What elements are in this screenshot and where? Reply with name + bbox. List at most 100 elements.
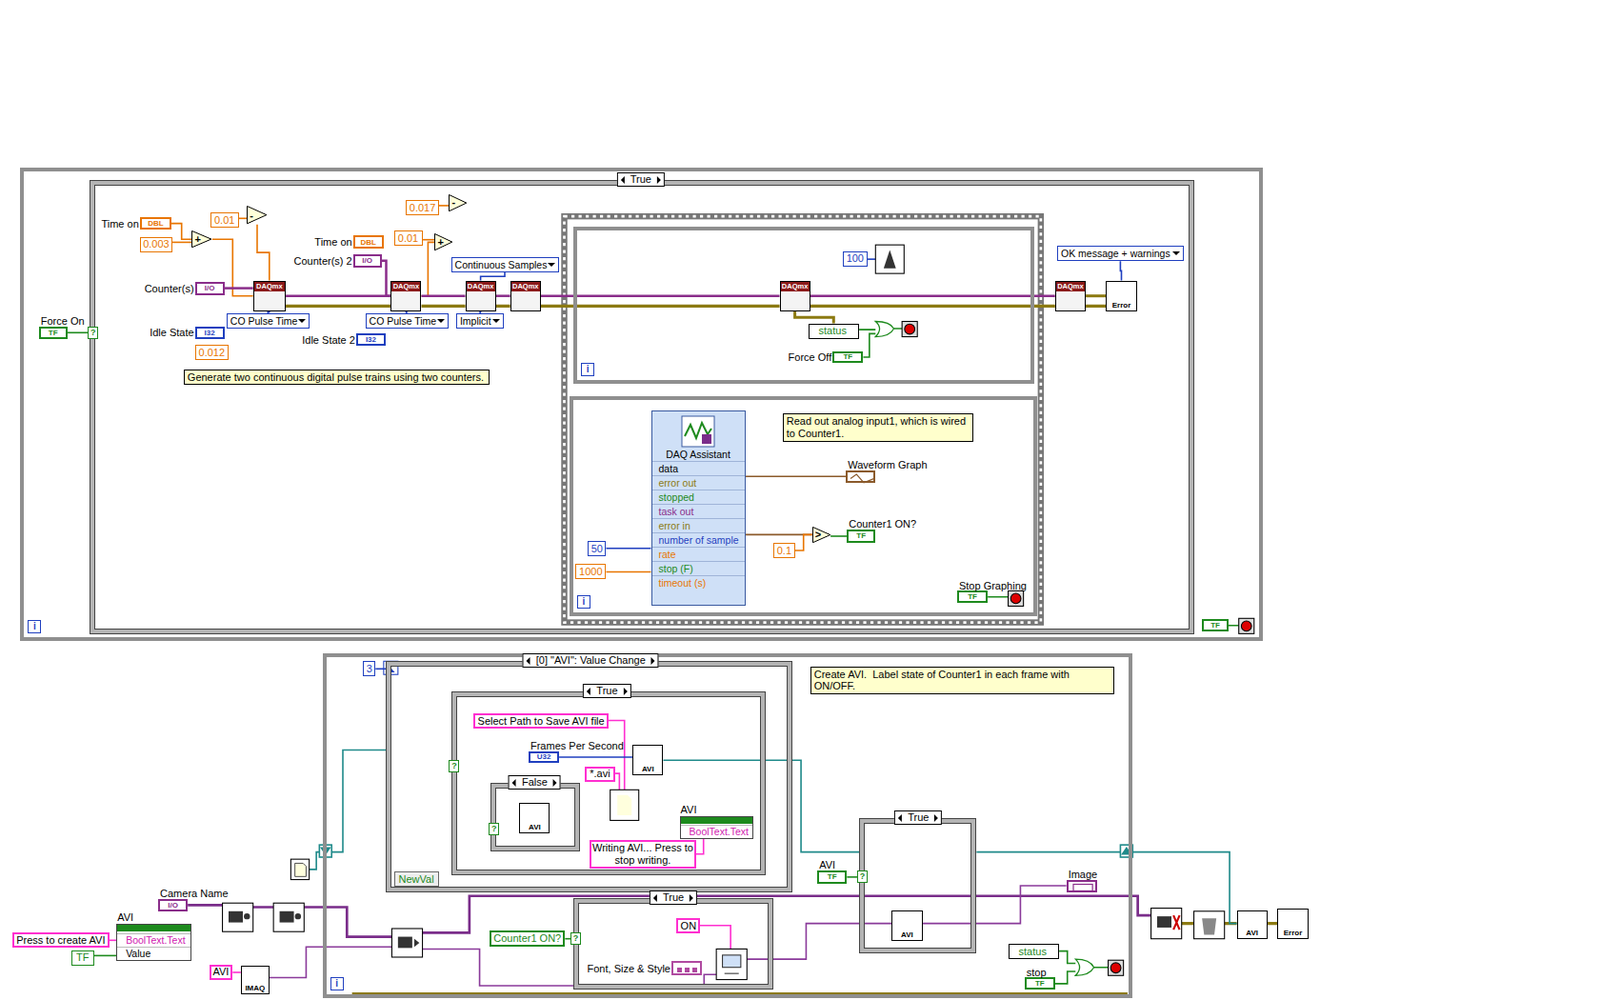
- wire: [795, 534, 813, 551]
- wire: [239, 218, 248, 220]
- node-text: 1000: [579, 565, 602, 579]
- numeric-constant: 0.012: [195, 344, 229, 360]
- wire: [381, 260, 392, 297]
- node-text: +: [194, 234, 200, 245]
- subvi-icon: AVI: [519, 802, 550, 834]
- icon-glyph: [295, 862, 307, 877]
- subvi-icon: IMAQ: [240, 965, 270, 995]
- subvi-icon: DAQmx: [390, 280, 421, 312]
- stop-terminal: [901, 321, 918, 338]
- string-constant: Writing AVI... Press to stop writing.: [589, 840, 696, 869]
- node-text: Writing AVI... Press to stop writing.: [591, 841, 694, 866]
- block-diagram-art: [187, 216, 1278, 994]
- enum-constant: Implicit: [456, 313, 504, 329]
- node-text: 0.003: [142, 238, 170, 251]
- or-gate: [875, 321, 894, 338]
- node-text: status: [1019, 945, 1047, 959]
- case-structure: TrueAVI: [859, 818, 977, 953]
- subvi-icon: AVI: [632, 744, 663, 776]
- primitive-function: +: [434, 233, 453, 251]
- wire: [605, 571, 651, 574]
- node-text: Counter1 ON?: [493, 932, 561, 945]
- enum-constant: CO Pulse Time: [226, 313, 310, 329]
- node-text: 0.1: [777, 544, 792, 558]
- property-node: AVIBoolText.TextValue: [116, 923, 192, 962]
- terminal-label: Frames Per Second: [530, 740, 624, 753]
- terminal-glyph: [673, 962, 704, 978]
- data-type: I/O: [361, 256, 373, 265]
- iteration-terminal: i: [577, 595, 591, 609]
- vi-icon: [1194, 911, 1225, 940]
- stop-terminal: [1108, 960, 1124, 976]
- data-type: TF: [827, 872, 838, 881]
- terminal-label: Idle State: [149, 326, 194, 340]
- node-text: 0.01: [398, 232, 419, 245]
- node-text: 0.01: [214, 214, 235, 227]
- shift-register: [319, 844, 332, 858]
- primitive-function: +: [191, 230, 212, 248]
- icon-glyph: [228, 250, 1217, 975]
- control-terminal: Time onDBL: [353, 235, 384, 249]
- case-selector: [0] "AVI": Value Change: [522, 653, 660, 668]
- node-text: AVI: [900, 930, 914, 940]
- node-text: AVI: [1245, 928, 1259, 939]
- wire: [1120, 260, 1121, 280]
- icon-glyph: [1201, 918, 1217, 935]
- icon-glyph: [280, 911, 295, 923]
- node-text: 100: [846, 252, 864, 265]
- data-type: TF: [856, 531, 866, 540]
- node-text: +: [437, 237, 443, 248]
- express-icon: [680, 415, 716, 448]
- data-type: TF: [1210, 620, 1220, 630]
- data-type: I/O: [204, 283, 216, 293]
- primitive-outline: [448, 194, 467, 212]
- subvi-icon: AVI: [1237, 910, 1268, 940]
- node-text: DAQmx: [393, 281, 420, 292]
- node-text: CO Pulse Time: [369, 315, 438, 327]
- stop-terminal: [1010, 593, 1021, 604]
- terminal-label: Image: [1068, 868, 1099, 881]
- numeric-constant: 0.01: [210, 212, 240, 228]
- wire: [285, 294, 391, 298]
- node-text: Press to create AVI: [16, 934, 105, 947]
- string-constant: *.avi: [584, 766, 616, 782]
- numeric-constant: 3: [362, 660, 376, 677]
- node-text: CO Pulse Time: [230, 315, 299, 327]
- node-text: DAQmx: [256, 281, 283, 292]
- terminal-label: AVI: [117, 911, 134, 924]
- wire: [830, 535, 847, 538]
- wire: [810, 294, 1056, 298]
- wire: [1085, 294, 1106, 298]
- vi-icon: [610, 789, 640, 820]
- stop-terminal: [1008, 590, 1024, 606]
- wire: [67, 331, 91, 334]
- node-text: ON: [680, 920, 698, 933]
- stop-terminal: [1240, 620, 1252, 632]
- subvi-icon: DAQmx: [253, 280, 286, 312]
- control-terminal: Camera NameI/O: [158, 899, 188, 912]
- sequence-frame: [564, 216, 1041, 622]
- express-vi: DAQ Assistantdataerror outstoppedtask ou…: [651, 410, 746, 607]
- vi-icon: [875, 244, 904, 274]
- case-structure: TrueONFont, Size & Style: [573, 898, 774, 990]
- shift-register: [1120, 844, 1133, 858]
- stop-terminal: [1110, 962, 1121, 974]
- icon-glyph: [243, 913, 250, 920]
- control-terminal: Image: [1066, 880, 1098, 894]
- selector-terminal: ?: [87, 326, 99, 340]
- wire: [439, 204, 450, 207]
- image-wire: [269, 885, 1067, 986]
- express-row: error out: [652, 475, 745, 490]
- wire: [375, 667, 386, 670]
- data-type: TF: [842, 352, 853, 361]
- comment-box: Read out analog input1, which is wired t…: [782, 413, 974, 442]
- control-terminal: Force OffTF: [832, 351, 863, 364]
- wire: [422, 239, 436, 241]
- node-text: 0.012: [199, 346, 226, 360]
- local-variable: Counter1 ON?: [489, 930, 565, 947]
- numeric-constant: TF: [71, 950, 95, 966]
- vi-icon: [222, 902, 254, 932]
- while-loop: i100DAQmxstatusForce OffTF: [573, 226, 1035, 384]
- express-row: data: [652, 460, 745, 476]
- terminal-label: Time on: [100, 217, 139, 230]
